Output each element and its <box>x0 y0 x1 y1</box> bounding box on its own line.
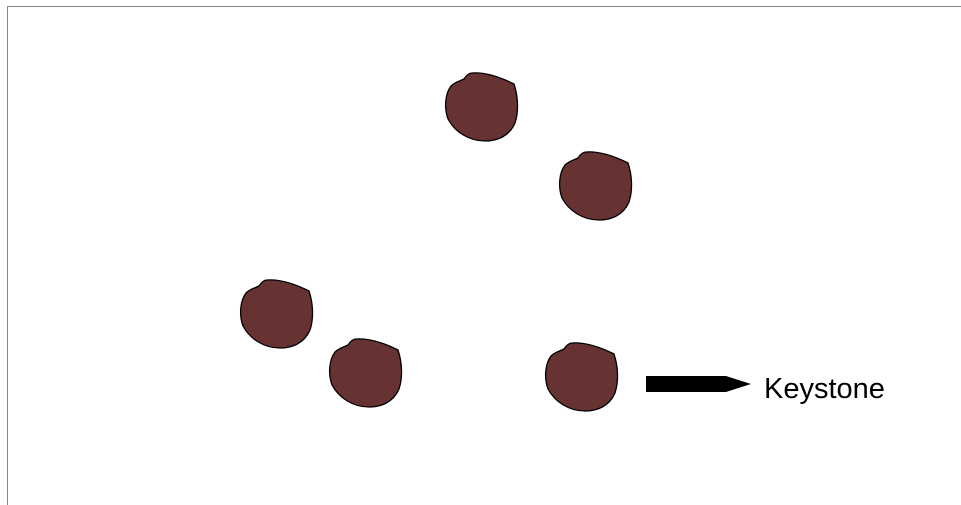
stone-2 <box>560 152 632 220</box>
stone-1 <box>446 73 518 141</box>
stones-group <box>241 73 632 411</box>
stone-4 <box>330 339 402 407</box>
keystone-label: Keystone <box>764 373 885 405</box>
arrow-right-icon <box>646 376 751 392</box>
stone-3 <box>241 280 313 348</box>
keystone-stone <box>546 343 618 411</box>
keystone-pointer: Keystone <box>646 373 885 405</box>
